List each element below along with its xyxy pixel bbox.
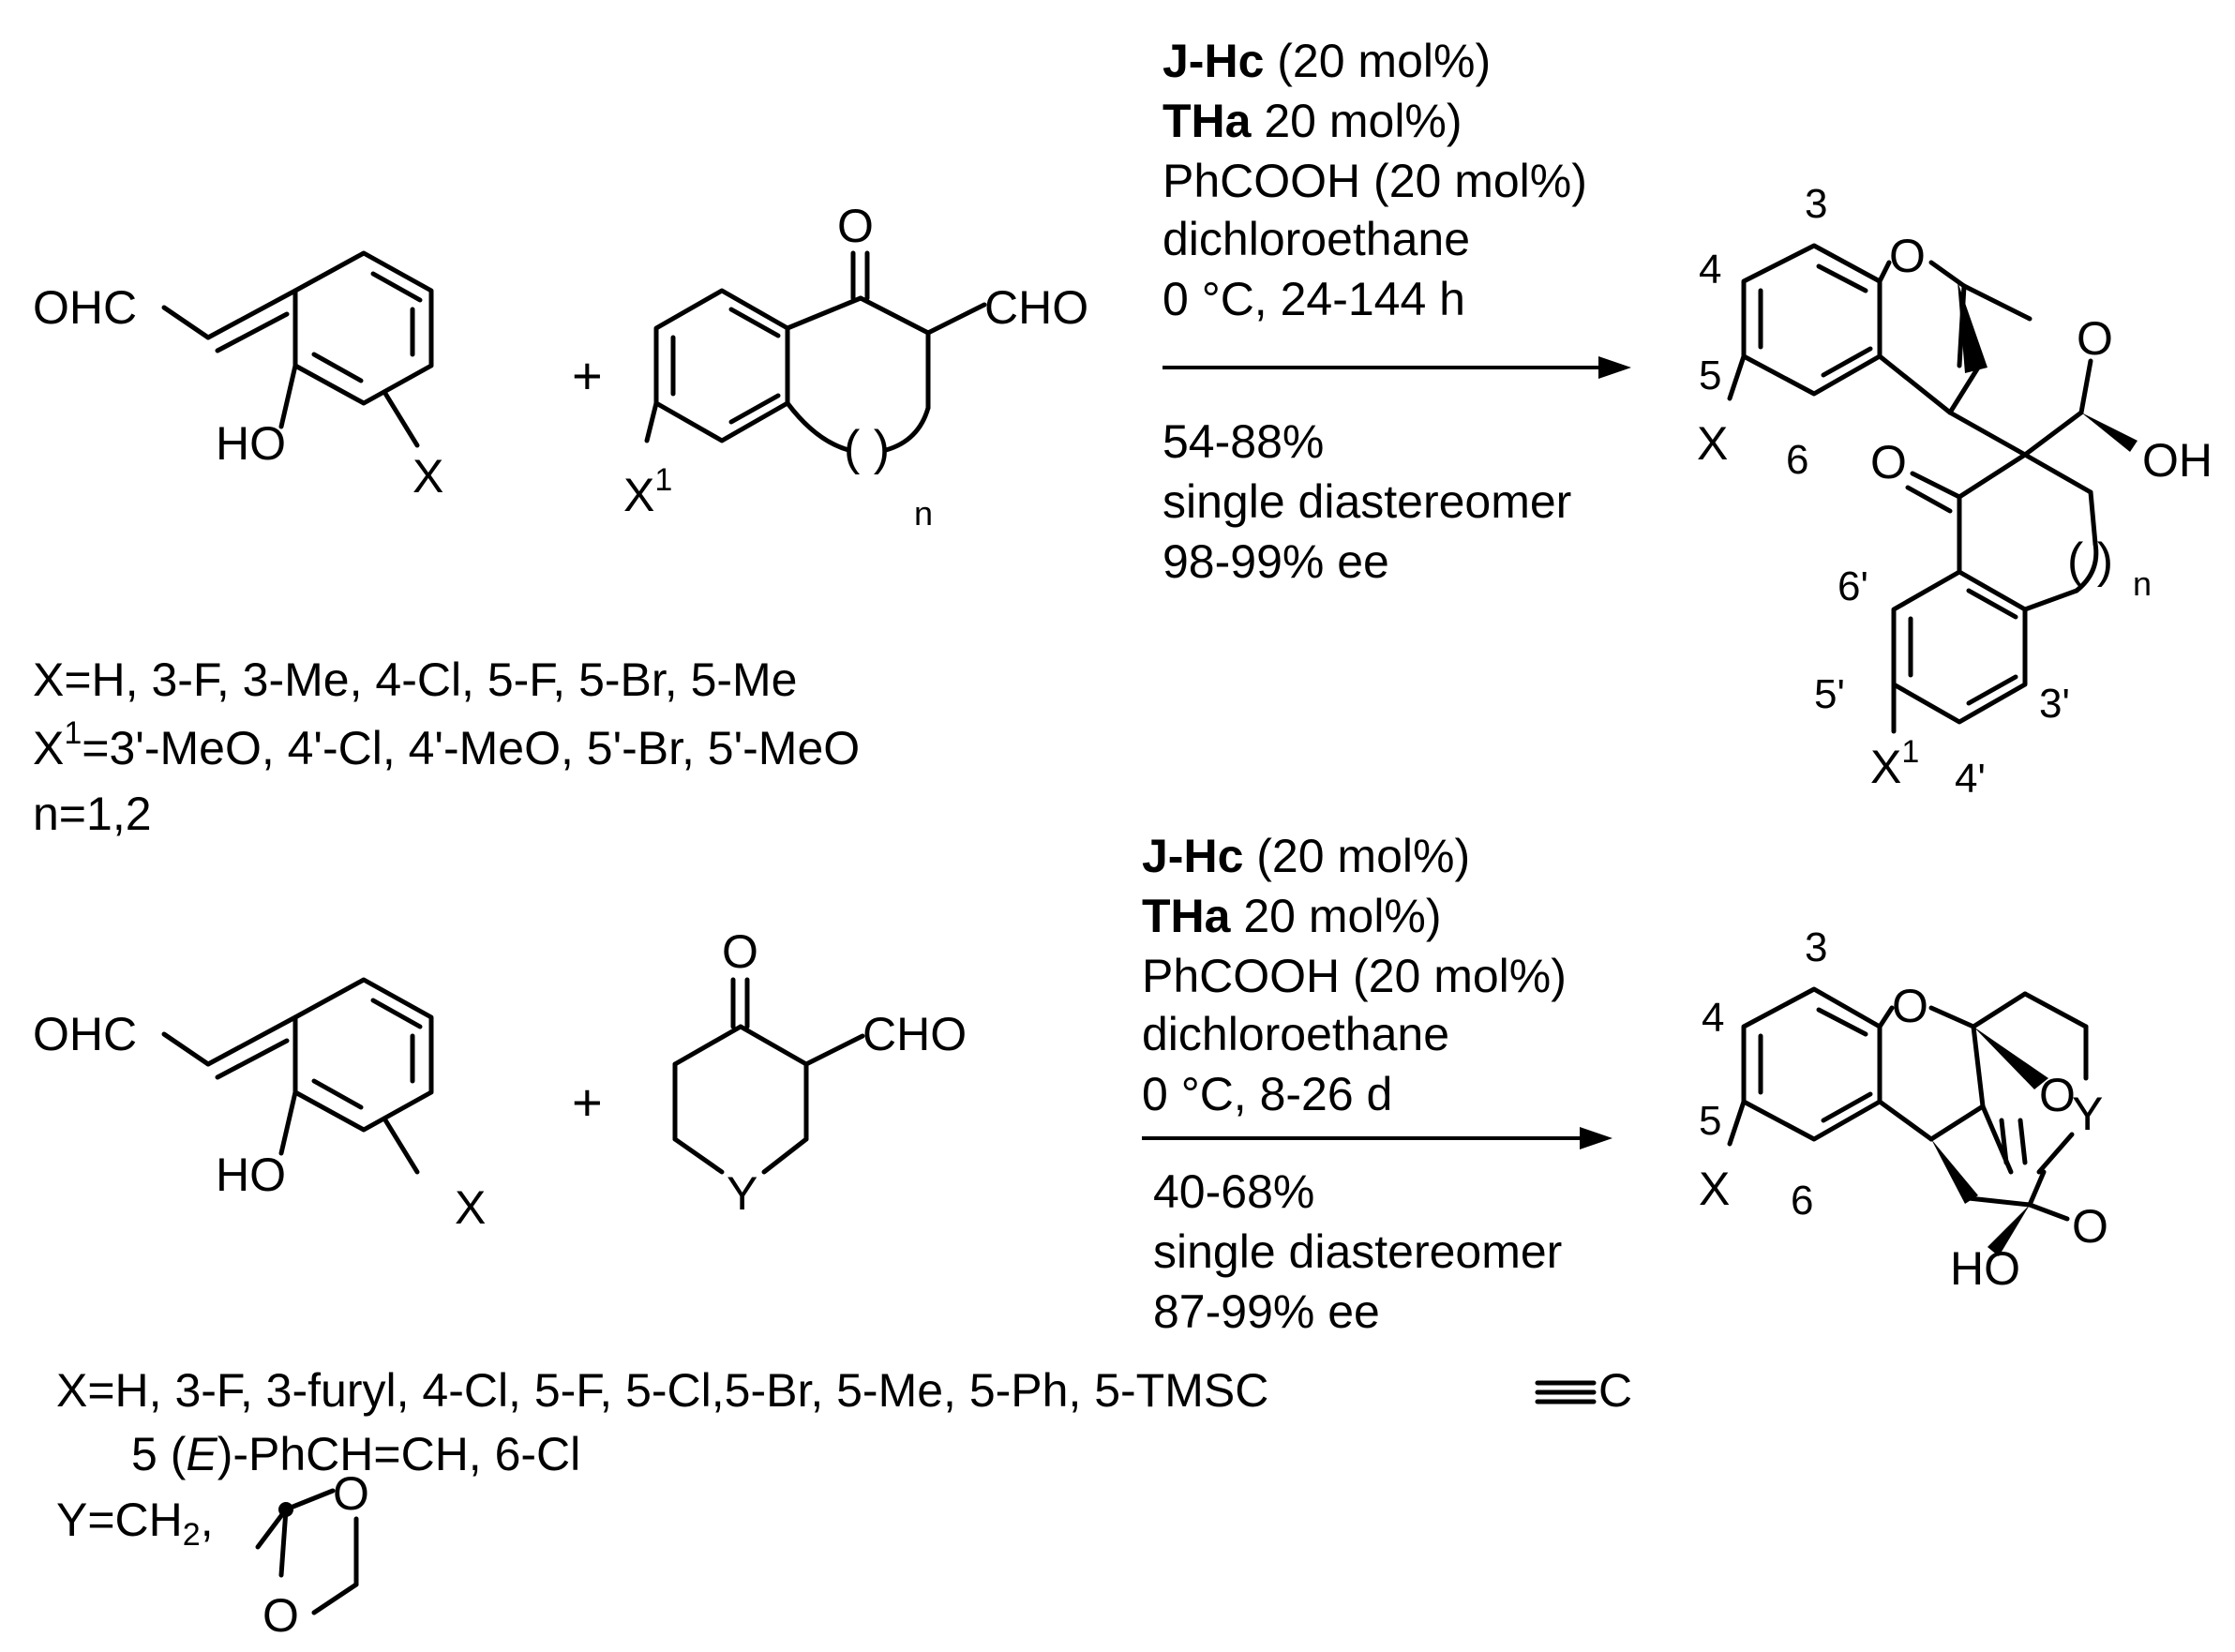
bot-r1-x-label: X: [455, 1181, 486, 1234]
top-p-oh: OH: [2142, 434, 2212, 487]
bot-p-o-bridge: O: [2039, 1069, 2076, 1121]
top-r1-oh-label: HO: [216, 417, 286, 470]
top-p-pos6: 6: [1786, 437, 1808, 483]
bottom-arrowhead: [1580, 1127, 1612, 1149]
bot-r2-cho-label: CHO: [862, 1008, 967, 1060]
top-r2-n-label: n: [914, 494, 933, 533]
top-r1-cho-label: OHC: [33, 281, 137, 334]
top-plus-sign: +: [572, 346, 603, 405]
bot-y-list: Y=CH2,: [56, 1494, 214, 1553]
bot-catalyst-load: (20 mol%): [1243, 830, 1470, 882]
top-cocatalyst-load: 20 mol%): [1251, 95, 1462, 147]
top-p-pos4: 4: [1699, 247, 1721, 293]
top-cocatalyst-name: THa: [1162, 95, 1252, 147]
top-dr: single diastereomer: [1162, 475, 1571, 528]
bottom-reactant-aldehyde: OHC HO X: [33, 977, 486, 1234]
top-n-list: n=1,2: [33, 788, 152, 840]
bot-x-list-end: C: [1598, 1364, 1632, 1417]
bot-p-x-label: X: [1699, 1163, 1730, 1215]
top-p-co: O: [1870, 436, 1907, 488]
top-r2-ketone-o: O: [837, 200, 874, 252]
bot-cocatalyst-name: THa: [1142, 890, 1232, 942]
top-r2-cho-label: CHO: [984, 281, 1088, 334]
top-product: 3 4 5 6 X O O OH ( ) n O 6': [1697, 181, 2212, 802]
bot-p-ho: HO: [1950, 1242, 2020, 1295]
bot-p-pos5: 5: [1699, 1098, 1721, 1144]
bot-p-o-ring: O: [1892, 980, 1928, 1032]
bot-acid: PhCOOH (20 mol%): [1142, 950, 1567, 1002]
top-x1-list: X1=3'-MeO, 4'-Cl, 4'-MeO, 5'-Br, 5'-MeO: [33, 715, 860, 774]
top-p-pos5p: 5': [1814, 671, 1845, 717]
top-temp-time: 0 °C, 24-144 h: [1162, 273, 1465, 325]
bot-r1-oh-label: HO: [216, 1149, 286, 1201]
top-r2-paren: ( ): [844, 421, 890, 475]
bottom-reactant-ketone: O Y CHO: [672, 925, 967, 1220]
top-r2-x1-label: X1: [623, 462, 672, 521]
top-p-pos6p: 6': [1838, 563, 1868, 609]
bot-cocatalyst-load: 20 mol%): [1230, 890, 1441, 942]
top-reactant-aldehyde: OHC HO X: [33, 250, 443, 503]
top-p-pos4p: 4': [1955, 756, 1986, 802]
top-conditions: J-Hc (20 mol%) THa 20 mol%) PhCOOH (20 m…: [1162, 35, 1631, 588]
bot-r2-ketone-o: O: [722, 925, 758, 978]
bot-r1-cho-label: OHC: [33, 1008, 137, 1060]
bottom-substituent-list: X=H, 3-F, 3-furyl, 4-Cl, 5-F, 5-Cl,5-Br,…: [56, 1364, 1632, 1642]
top-p-pos5: 5: [1699, 353, 1721, 398]
bottom-plus-sign: +: [572, 1073, 603, 1132]
bot-p-pos3: 3: [1805, 924, 1827, 970]
top-arrowhead: [1598, 356, 1631, 379]
top-p-x-label: X: [1697, 417, 1728, 470]
svg-text:J-Hc (20 mol%): J-Hc (20 mol%): [1162, 35, 1491, 87]
dioxolane-o2: O: [262, 1589, 299, 1642]
top-solvent: dichloroethane: [1162, 213, 1470, 265]
top-p-pos3p: 3': [2039, 681, 2070, 727]
bot-p-pos6: 6: [1791, 1178, 1813, 1224]
dioxolane-o1: O: [333, 1467, 369, 1520]
bot-x-list-2: 5 (E)-PhCH=CH, 6-Cl: [131, 1428, 580, 1480]
bottom-conditions: J-Hc (20 mol%) THa 20 mol%) PhCOOH (20 m…: [1142, 830, 1612, 1338]
bot-p-y-label: Y: [2072, 1088, 2103, 1140]
top-x-list: X=H, 3-F, 3-Me, 4-Cl, 5-F, 5-Br, 5-Me: [33, 653, 797, 706]
top-p-o-lactol: O: [2077, 312, 2113, 365]
top-ee: 98-99% ee: [1162, 535, 1389, 588]
top-catalyst-name: J-Hc: [1162, 35, 1264, 87]
top-r1-x-label: X: [412, 450, 443, 503]
bottom-product: 3 4 5 6 X O Y O O HO: [1699, 924, 2108, 1295]
top-p-n: n: [2133, 564, 2152, 603]
bot-ee: 87-99% ee: [1153, 1285, 1380, 1338]
bot-p-o-lactol: O: [2072, 1200, 2108, 1253]
dioxolane-structure: O O: [255, 1467, 369, 1642]
bot-x-list: X=H, 3-F, 3-furyl, 4-Cl, 5-F, 5-Cl,5-Br,…: [56, 1364, 1268, 1417]
bot-dr: single diastereomer: [1153, 1225, 1562, 1278]
top-reactant-tetralone: O CHO ( ) n X1: [623, 200, 1088, 533]
top-p-x1-label: X1: [1870, 734, 1919, 793]
bot-temp-time: 0 °C, 8-26 d: [1142, 1068, 1392, 1120]
bot-r2-y-label: Y: [727, 1167, 758, 1220]
top-catalyst-load: (20 mol%): [1264, 35, 1491, 87]
top-yield: 54-88%: [1162, 415, 1324, 468]
svg-text:THa 20 mol%): THa 20 mol%): [1162, 95, 1462, 147]
svg-text:THa 20 mol%): THa 20 mol%): [1142, 890, 1442, 942]
bot-solvent: dichloroethane: [1142, 1008, 1449, 1060]
top-substituent-list: X=H, 3-F, 3-Me, 4-Cl, 5-F, 5-Br, 5-Me X1…: [33, 653, 860, 840]
bot-yield: 40-68%: [1153, 1165, 1314, 1218]
svg-text:J-Hc (20 mol%): J-Hc (20 mol%): [1142, 830, 1470, 882]
top-acid: PhCOOH (20 mol%): [1162, 155, 1587, 207]
top-p-pos3: 3: [1805, 181, 1827, 227]
bot-p-pos4: 4: [1702, 995, 1724, 1041]
top-p-paren: ( ): [2067, 533, 2113, 588]
bot-catalyst-name: J-Hc: [1142, 830, 1243, 882]
top-p-o-ring: O: [1889, 230, 1926, 282]
